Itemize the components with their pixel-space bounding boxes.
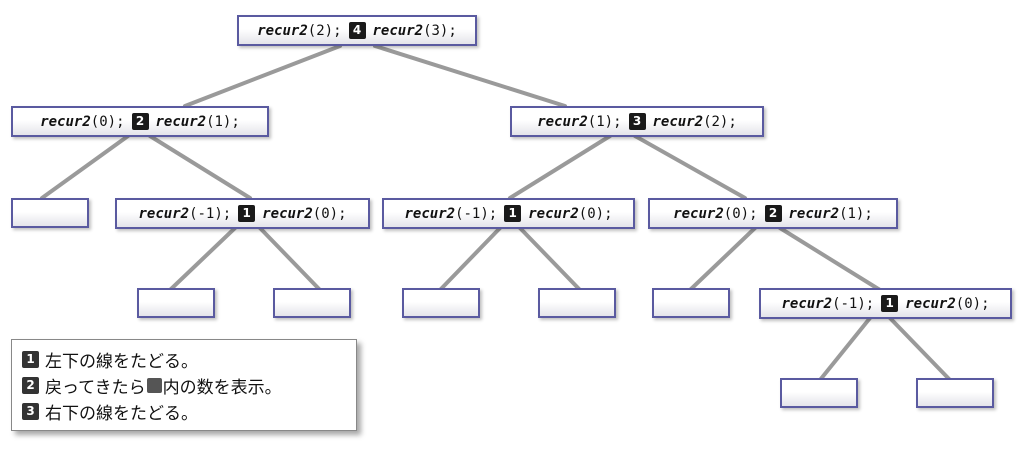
arg-left: (2); — [307, 22, 342, 39]
legend-item: 1 左下の線をたどる。 — [22, 346, 346, 372]
arg-right: (2); — [703, 113, 737, 130]
node-r: recur2(1); 3 recur2(2); — [510, 106, 764, 137]
call-left: recur2 — [781, 295, 833, 312]
arg-left: (-1); — [832, 295, 875, 312]
edge-l-left — [40, 134, 130, 200]
call-right: recur2 — [788, 205, 840, 222]
arg-left: (1); — [587, 113, 622, 130]
call-left: recur2 — [138, 205, 190, 222]
node-lr: recur2(-1); 1 recur2(0); — [115, 198, 370, 229]
edge-root-right — [373, 44, 567, 108]
legend-text: 内の数を表示。 — [162, 377, 282, 398]
node-empty — [11, 198, 89, 228]
arg-right: (1); — [206, 113, 240, 130]
node-l: recur2(0); 2 recur2(1); — [11, 106, 269, 137]
edge-root-left — [183, 44, 342, 108]
legend-number: 2 — [22, 376, 39, 394]
call-right: recur2 — [905, 295, 956, 312]
call-right: recur2 — [372, 22, 424, 39]
edge-lr-left — [168, 226, 237, 292]
edge-rl-right — [518, 226, 582, 292]
step-badge: 1 — [881, 295, 899, 312]
node-empty — [652, 288, 730, 318]
arg-right: (0); — [955, 295, 990, 312]
edge-rrr-right — [888, 316, 952, 382]
step-badge: 2 — [764, 205, 782, 222]
call-left: recur2 — [673, 205, 724, 222]
node-rrr: recur2(-1); 1 recur2(0); — [759, 288, 1012, 319]
legend-item: 3 右下の線をたどる。 — [22, 398, 346, 424]
square-icon — [146, 377, 162, 393]
legend-text: 右下の線をたどる。 — [45, 403, 198, 424]
legend-number: 3 — [22, 402, 39, 420]
call-left: recur2 — [257, 22, 308, 39]
call-left: recur2 — [537, 113, 588, 130]
node-empty — [780, 378, 858, 408]
step-badge: 1 — [238, 205, 256, 222]
step-badge: 3 — [628, 113, 646, 130]
node-empty — [137, 288, 215, 318]
edge-r-left — [508, 134, 612, 200]
edge-rr-right — [778, 226, 882, 292]
arg-left: (-1); — [455, 205, 498, 222]
arg-left: (0); — [90, 113, 125, 130]
call-right: recur2 — [528, 205, 579, 222]
step-badge: 1 — [504, 205, 522, 222]
call-left: recur2 — [40, 113, 91, 130]
arg-right: (0); — [578, 205, 613, 222]
edge-l-right — [148, 134, 252, 200]
node-root: recur2(2); 4 recur2(3); — [237, 15, 477, 46]
edge-rl-left — [438, 226, 502, 292]
arg-right: (1); — [839, 205, 873, 222]
edge-rrr-left — [818, 316, 872, 382]
node-empty — [916, 378, 994, 408]
legend-box: 1 左下の線をたどる。 2 戻ってきたら 内の数を表示。 3 右下の線をたどる。 — [11, 339, 357, 431]
legend-item: 2 戻ってきたら 内の数を表示。 — [22, 372, 346, 398]
call-right: recur2 — [652, 113, 704, 130]
arg-right: (3); — [423, 22, 457, 39]
edge-r-right — [633, 134, 747, 200]
arg-right: (0); — [312, 205, 347, 222]
node-empty — [402, 288, 480, 318]
legend-text: 左下の線をたどる。 — [45, 351, 198, 372]
legend-text: 戻ってきたら — [45, 377, 146, 398]
step-badge: 2 — [131, 113, 149, 130]
arg-left: (-1); — [189, 205, 232, 222]
call-left: recur2 — [404, 205, 456, 222]
edge-rr-left — [688, 226, 757, 292]
node-rl: recur2(-1); 1 recur2(0); — [382, 198, 635, 229]
node-empty — [538, 288, 616, 318]
step-badge: 4 — [348, 22, 366, 39]
arg-left: (0); — [723, 205, 758, 222]
legend-number: 1 — [22, 350, 39, 368]
node-rr: recur2(0); 2 recur2(1); — [648, 198, 898, 229]
node-empty — [273, 288, 351, 318]
edge-lr-right — [258, 226, 322, 292]
call-right: recur2 — [155, 113, 207, 130]
call-right: recur2 — [262, 205, 313, 222]
